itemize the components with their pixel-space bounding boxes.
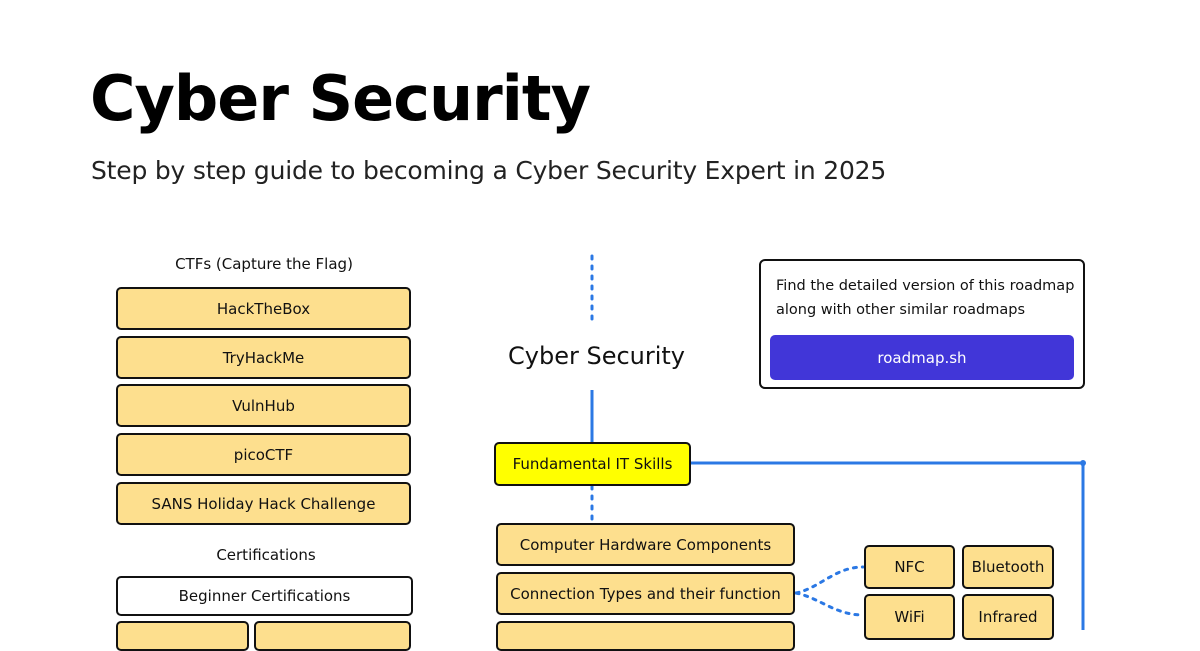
connector-lines	[590, 254, 1086, 630]
ctf-node-vulnhub[interactable]: VulnHub	[116, 384, 411, 427]
promo-text: Find the detailed version of this roadma…	[776, 278, 1075, 318]
certifications-heading: Certifications	[216, 546, 316, 564]
cyber-security-node-label: Cyber Security	[508, 342, 686, 370]
fundamental-it-skills-node[interactable]: Fundamental IT Skills	[494, 442, 691, 486]
topic-node-partial[interactable]	[496, 621, 795, 651]
certification-node-partial-right[interactable]	[254, 621, 411, 651]
certification-node-partial-left[interactable]	[116, 621, 249, 651]
branch-corner-dot	[1080, 460, 1086, 466]
ctf-node-sans-holiday-hack[interactable]: SANS Holiday Hack Challenge	[116, 482, 411, 525]
infrared-node[interactable]: Infrared	[962, 594, 1054, 640]
wifi-node[interactable]: WiFi	[864, 594, 955, 640]
nfc-dotted-connector	[794, 565, 865, 595]
roadmap-promo-card: Find the detailed version of this roadma…	[759, 259, 1085, 389]
ctf-node-tryhackme[interactable]: TryHackMe	[116, 336, 411, 379]
ctf-node-picoctf[interactable]: picoCTF	[116, 433, 411, 476]
wifi-dotted-connector	[794, 591, 865, 617]
ctf-node-hackthebox[interactable]: HackTheBox	[116, 287, 411, 330]
computer-hardware-components-node[interactable]: Computer Hardware Components	[496, 523, 795, 566]
beginner-certifications-node[interactable]: Beginner Certifications	[116, 576, 413, 616]
page-subtitle: Step by step guide to becoming a Cyber S…	[91, 156, 887, 185]
roadmap-sh-button[interactable]: roadmap.sh	[770, 335, 1074, 380]
connection-types-node[interactable]: Connection Types and their function	[496, 572, 795, 615]
nfc-node[interactable]: NFC	[864, 545, 955, 589]
ctfs-heading: CTFs (Capture the Flag)	[175, 255, 353, 273]
bluetooth-node[interactable]: Bluetooth	[962, 545, 1054, 589]
page-title: Cyber Security	[90, 62, 591, 135]
